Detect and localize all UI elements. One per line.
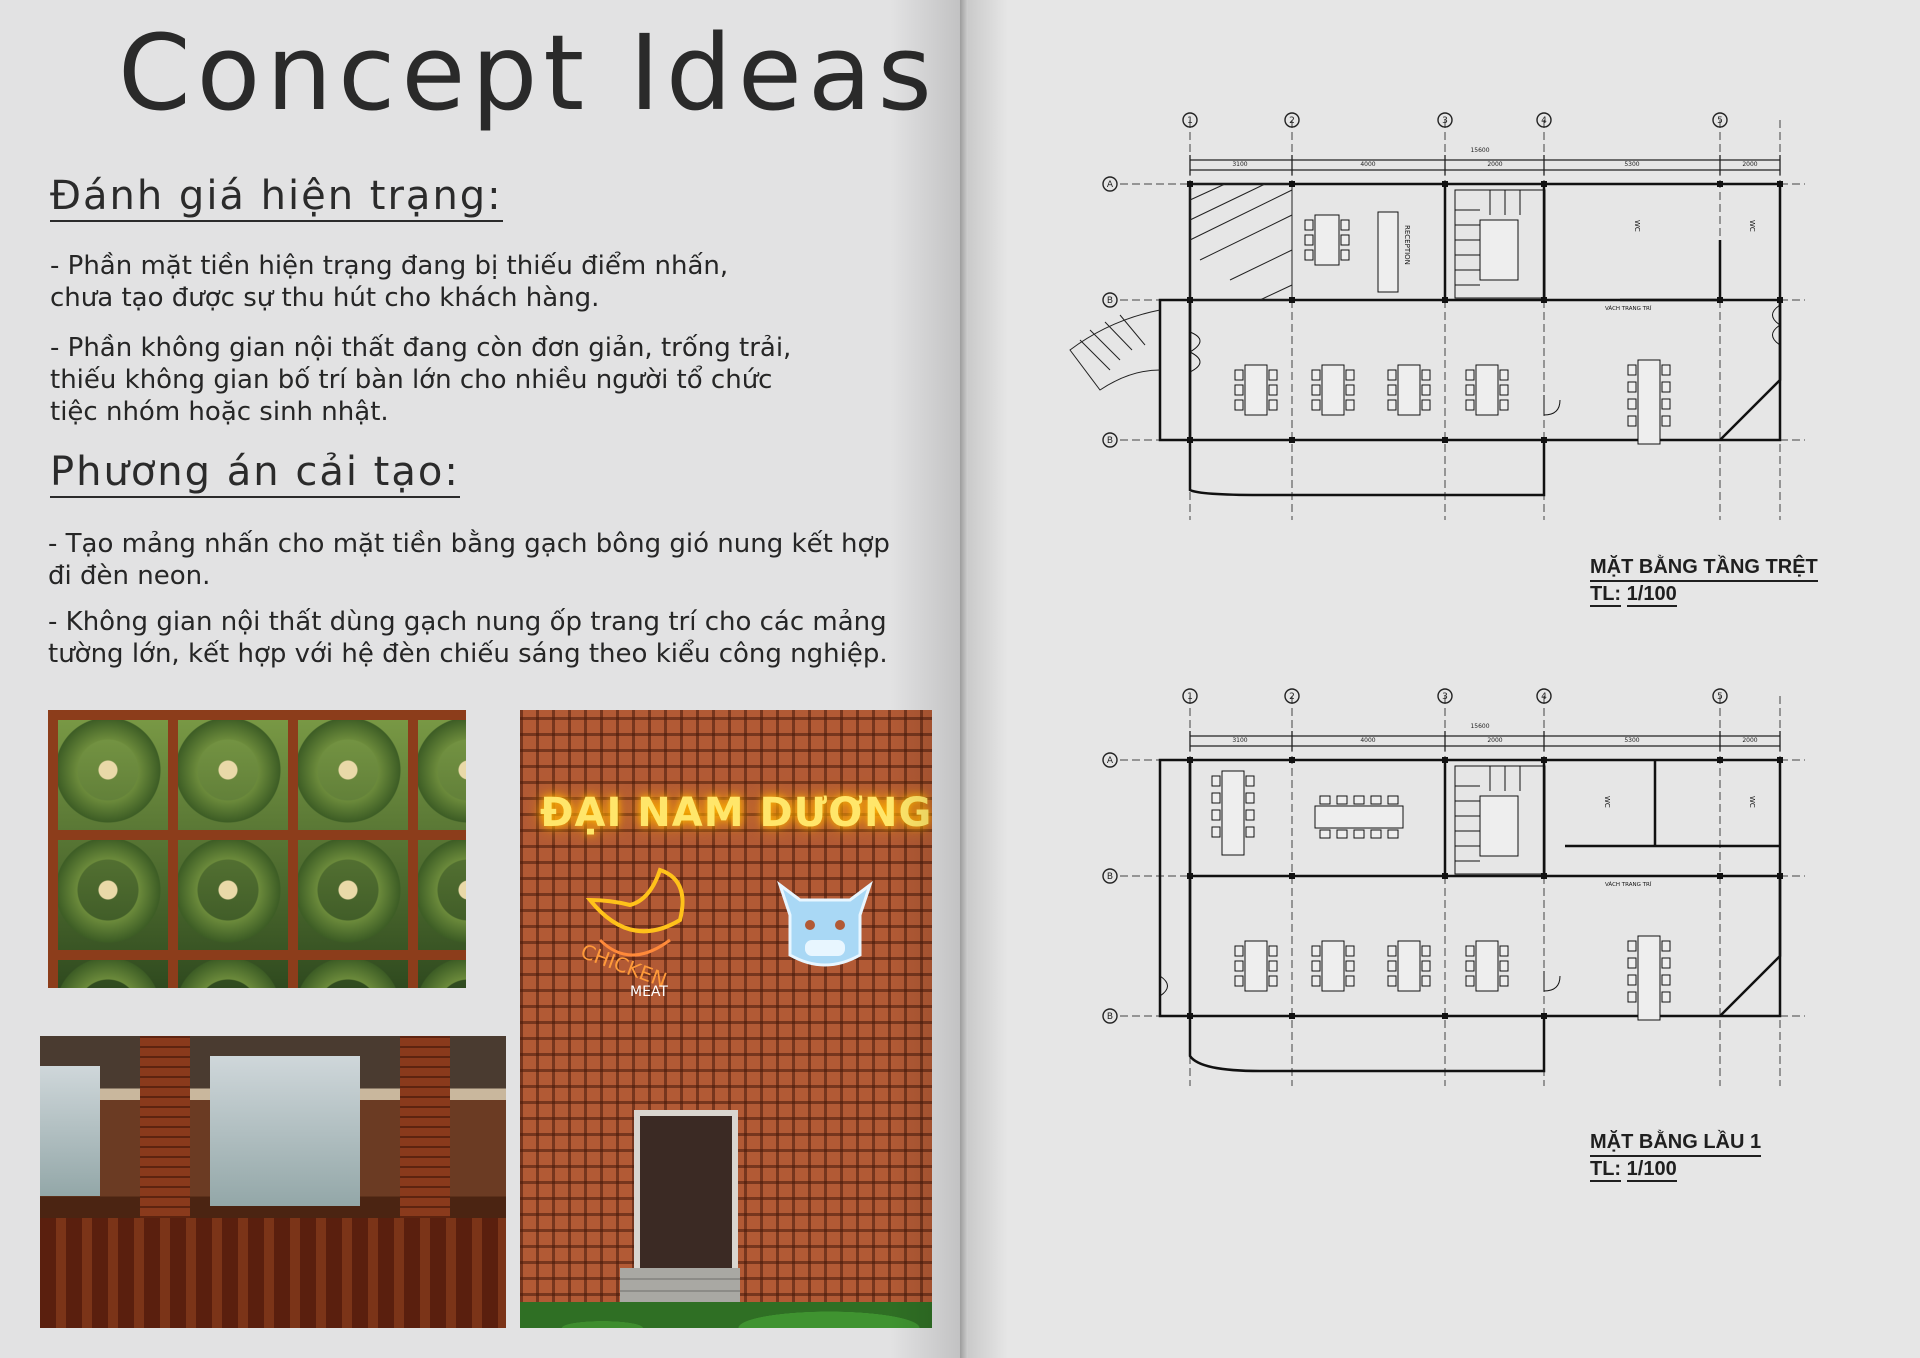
section-heading-current-state: Đánh giá hiện trạng:: [50, 172, 503, 222]
page-title: Concept Ideas: [118, 12, 938, 134]
axis-label: A: [1107, 756, 1114, 766]
section-heading-renovation-plan: Phương án cải tạo:: [50, 448, 460, 498]
neon-sign-text: ĐẠI NAM DƯƠNG: [540, 790, 932, 836]
total-dimension: 15600: [1470, 147, 1489, 154]
scale-value: 1/100: [1626, 583, 1677, 607]
dimension-label: 4000: [1360, 737, 1375, 744]
book-gutter: [960, 0, 968, 1358]
dimension-label: 4000: [1360, 161, 1375, 168]
neon-cow-icon: [777, 880, 873, 967]
partition-label: VÁCH TRANG TRÍ: [1605, 881, 1652, 888]
axis-label: 1: [1187, 116, 1193, 126]
plan-title-text: MẶT BẰNG TẦNG TRỆT: [1590, 555, 1818, 582]
axis-label: A: [1107, 180, 1114, 190]
brick-column: [140, 1036, 190, 1236]
axis-label: 4: [1541, 692, 1547, 702]
axis-label: 3: [1442, 692, 1448, 702]
dimension-label: 5300: [1624, 737, 1639, 744]
scale-label: TL:: [1590, 1158, 1622, 1182]
scale-value: 1/100: [1626, 1158, 1677, 1182]
current-state-paragraph-2: - Phần không gian nội thất đang còn đơn …: [50, 333, 792, 427]
neon-meat-text: MEAT: [630, 984, 668, 1000]
reception-label: RECEPTION: [1403, 225, 1411, 265]
wc-label: WC: [1603, 796, 1611, 808]
axis-label: B: [1107, 1012, 1113, 1022]
wc-label: WC: [1633, 220, 1641, 232]
interior-window: [40, 1066, 100, 1196]
wc-label: WC: [1748, 796, 1756, 808]
dimension-label: 2000: [1487, 737, 1502, 744]
plan-title-text: MẶT BẰNG LẦU 1: [1590, 1130, 1762, 1157]
axis-label: 2: [1289, 692, 1295, 702]
first-floor-plan-title: MẶT BẰNG LẦU 1 TL: 1/100: [1590, 1130, 1762, 1182]
axis-label: 4: [1541, 116, 1547, 126]
axis-label: B: [1107, 296, 1113, 306]
neon-chicken-icon: CHICKEN MEAT: [578, 867, 685, 1000]
axis-label: B: [1107, 436, 1113, 446]
axis-label: B: [1107, 872, 1113, 882]
dimension-label: 5300: [1624, 161, 1639, 168]
axis-label: 5: [1717, 116, 1723, 126]
current-state-paragraph-1: - Phần mặt tiền hiện trạng đang bị thiếu…: [50, 251, 729, 313]
wc-label: WC: [1748, 220, 1756, 232]
brick-column: [400, 1036, 450, 1236]
first-floor-plan: 15600 3100 4000 2000 5300 2000 1 2 3 4 5…: [1102, 688, 1805, 1086]
dimension-label: 2000: [1742, 161, 1757, 168]
left-page: Concept Ideas Đánh giá hiện trạng: - Phầ…: [40, 0, 960, 1358]
dimension-label: 3100: [1232, 161, 1247, 168]
scale-label: TL:: [1590, 583, 1622, 607]
axis-label: 5: [1717, 692, 1723, 702]
facade-photo: ĐẠI NAM DƯƠNG CHICKEN MEAT: [520, 710, 932, 1328]
entrance-door: [634, 1110, 738, 1286]
total-dimension: 15600: [1470, 723, 1489, 730]
dimension-label: 3100: [1232, 737, 1247, 744]
dimension-label: 2000: [1742, 737, 1757, 744]
ground-floor-plan-title: MẶT BẰNG TẦNG TRỆT TL: 1/100: [1590, 555, 1818, 607]
axis-label: 3: [1442, 116, 1448, 126]
restaurant-interior-photo: [40, 1036, 506, 1328]
breeze-block-photo: [48, 710, 466, 988]
dining-tables: [40, 1218, 506, 1328]
partition-label: VÁCH TRANG TRÍ: [1605, 305, 1652, 312]
renovation-paragraph-1: - Tạo mảng nhấn cho mặt tiền bằng gạch b…: [48, 529, 890, 591]
right-page: 15600 3100 4000 2000 5300 2000 1 2 3 4 5…: [968, 0, 1920, 1358]
axis-label: 2: [1289, 116, 1295, 126]
dimension-label: 2000: [1487, 161, 1502, 168]
planters: [520, 1272, 932, 1328]
renovation-paragraph-2: - Không gian nội thất dùng gạch nung ốp …: [48, 607, 888, 669]
axis-label: 1: [1187, 692, 1193, 702]
breeze-block-grid: [48, 710, 466, 988]
ground-floor-plan: 15600 3100 4000 2000 5300 2000 1 2 3 4 5…: [1069, 112, 1805, 520]
interior-window: [210, 1056, 360, 1206]
